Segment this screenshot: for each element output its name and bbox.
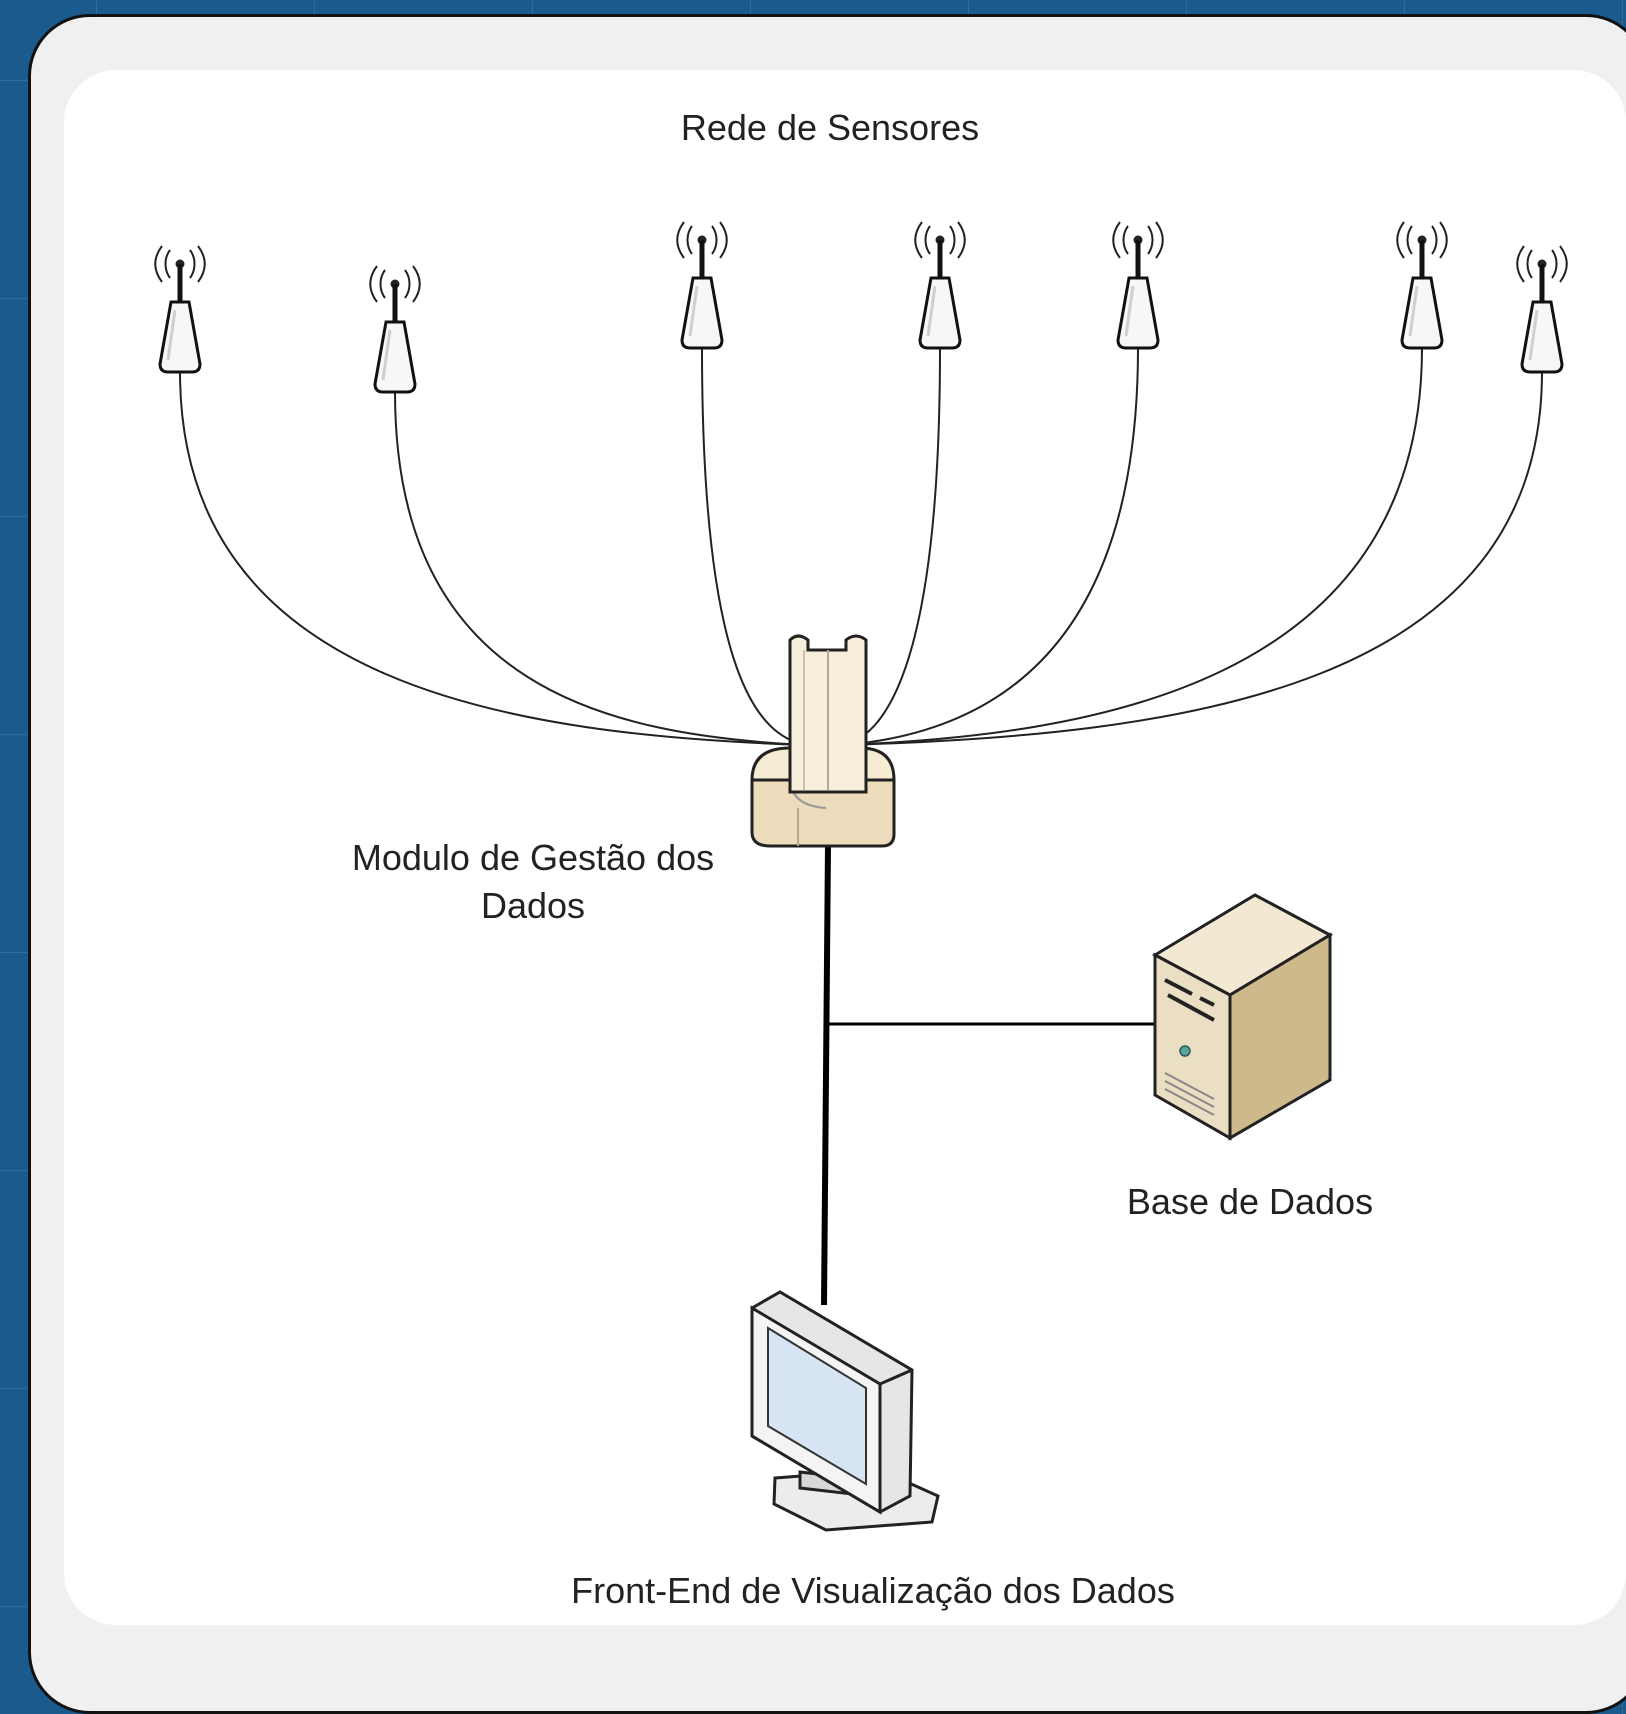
- sensor-node-1: [155, 246, 205, 372]
- server-tower-icon: [1151, 893, 1334, 1141]
- sensor-node-6: [1397, 222, 1447, 348]
- wireless-antenna-icon: [1113, 222, 1163, 348]
- database-label: Base de Dados: [1126, 1181, 1374, 1222]
- sensor-node-5: [1113, 222, 1163, 348]
- sensor-node-2: [370, 266, 420, 392]
- wireless-antenna-icon: [370, 266, 420, 392]
- monitor-icon: [750, 1290, 940, 1532]
- sensor-node-4: [915, 222, 965, 348]
- wireless-antenna-icon: [1517, 246, 1567, 372]
- network-diagram: [0, 0, 1626, 1532]
- wireless-antenna-icon: [155, 246, 205, 372]
- diagram-title: Rede de Sensores: [680, 107, 980, 148]
- frontend-label: Front-End de Visualização dos Dados: [571, 1570, 1175, 1611]
- wireless-antenna-icon: [1397, 222, 1447, 348]
- wireless-antenna-icon: [677, 222, 727, 348]
- hub-label: Modulo de Gestão dos Dados: [351, 837, 715, 926]
- sensor-connections: [179, 347, 1543, 746]
- hub-to-frontend-link: [821, 844, 831, 1306]
- sensor-node-3: [677, 222, 727, 348]
- wireless-antenna-icon: [915, 222, 965, 348]
- hub-device-icon: [750, 634, 896, 848]
- sensor-node-7: [1517, 246, 1567, 372]
